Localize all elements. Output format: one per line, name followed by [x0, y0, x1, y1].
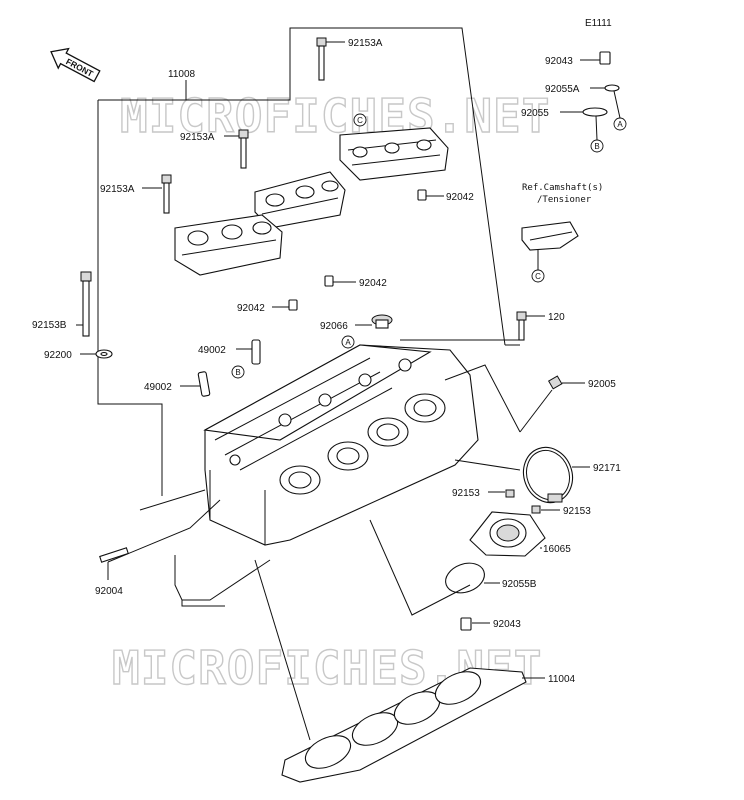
- svg-text:C: C: [357, 116, 363, 125]
- svg-text:B: B: [235, 368, 240, 377]
- bolt-92153a-top: [316, 37, 345, 81]
- label-92171: 92171: [593, 463, 621, 474]
- oring-92055a: [590, 84, 621, 119]
- bolt-92153a-left: [142, 174, 172, 214]
- watermark-top: MICROFICHES.NET: [120, 89, 550, 143]
- camshaft-cap-left: [174, 214, 283, 276]
- label-92153b: 92153B: [32, 320, 67, 331]
- bolt-92153-right: [531, 505, 560, 514]
- label-49002-a: 49002: [198, 345, 226, 356]
- label-92042-right: 92042: [446, 192, 474, 203]
- stud-92004: [99, 499, 221, 580]
- plug-92066: [355, 314, 393, 329]
- marker-b-head: B: [231, 365, 245, 379]
- label-92043-low: 92043: [493, 619, 521, 630]
- svg-text:A: A: [617, 120, 623, 129]
- label-92153-right: 92153: [563, 506, 591, 517]
- washer-92200: [80, 349, 113, 359]
- label-16065: 16065: [543, 544, 571, 555]
- front-arrow-icon: FRONT: [50, 47, 101, 83]
- label-49002-b: 49002: [144, 382, 172, 393]
- camshaft-cap-middle: [254, 171, 346, 229]
- svg-text:C: C: [535, 272, 541, 281]
- oring-92055b: [445, 562, 500, 594]
- throttle-holder-16065: [469, 511, 546, 557]
- label-92055b: 92055B: [502, 579, 537, 590]
- camshaft-tensioner-reference: Ref.Camshaft(s) /Tensioner: [521, 183, 603, 270]
- head-gasket-11004: [281, 667, 545, 783]
- label-92043-top: 92043: [545, 56, 573, 67]
- svg-text:B: B: [594, 142, 599, 151]
- bolt-92153a-mid: [224, 129, 249, 169]
- marker-a-head: A: [341, 335, 355, 349]
- ref-note-line2: /Tensioner: [537, 195, 592, 205]
- marker-c-top: C: [353, 113, 367, 127]
- dowel-92042-right: [417, 189, 444, 201]
- assembly-bracket-left: [97, 100, 163, 496]
- label-92066: 92066: [320, 321, 348, 332]
- label-92153-left: 92153: [452, 488, 480, 499]
- valve-guide-49002-b: [180, 371, 211, 397]
- label-92153a-mid: 92153A: [180, 132, 215, 143]
- assembly-bracket-top: [98, 27, 506, 346]
- label-92004: 92004: [95, 586, 123, 597]
- bolt-92005: [519, 375, 585, 433]
- marker-a-top: A: [613, 117, 627, 131]
- label-11004: 11004: [548, 674, 576, 685]
- label-11008: 11008: [168, 69, 196, 80]
- label-92200: 92200: [44, 350, 72, 361]
- bolt-92153b: [76, 271, 92, 337]
- dowel-92043-top: [580, 51, 611, 65]
- label-92055: 92055: [521, 108, 549, 119]
- marker-b-top: B: [590, 139, 604, 153]
- dowel-92042-low: [272, 299, 298, 311]
- label-92005: 92005: [588, 379, 616, 390]
- clamp-92171: [522, 446, 590, 504]
- camshaft-cap-right: [339, 127, 449, 181]
- bolt-120: [516, 311, 545, 341]
- dowel-92043-low: [460, 617, 490, 631]
- ref-note-line1: Ref.Camshaft(s): [522, 183, 603, 193]
- label-92042-low: 92042: [237, 303, 265, 314]
- marker-c-ref: C: [531, 269, 545, 283]
- svg-text:A: A: [345, 338, 351, 347]
- label-92055a: 92055A: [545, 84, 580, 95]
- valve-guide-49002-a: [236, 339, 261, 365]
- label-92153a-top: 92153A: [348, 38, 383, 49]
- cylinder-head-11008: [203, 344, 479, 546]
- diagram-code: E1111: [585, 18, 612, 29]
- oring-92055: [560, 107, 608, 141]
- dowel-92042-mid: [324, 275, 356, 287]
- label-92042-mid: 92042: [359, 278, 387, 289]
- bolt-92153-left: [488, 489, 515, 498]
- label-120: 120: [548, 312, 565, 323]
- label-92153a-left: 92153A: [100, 184, 135, 195]
